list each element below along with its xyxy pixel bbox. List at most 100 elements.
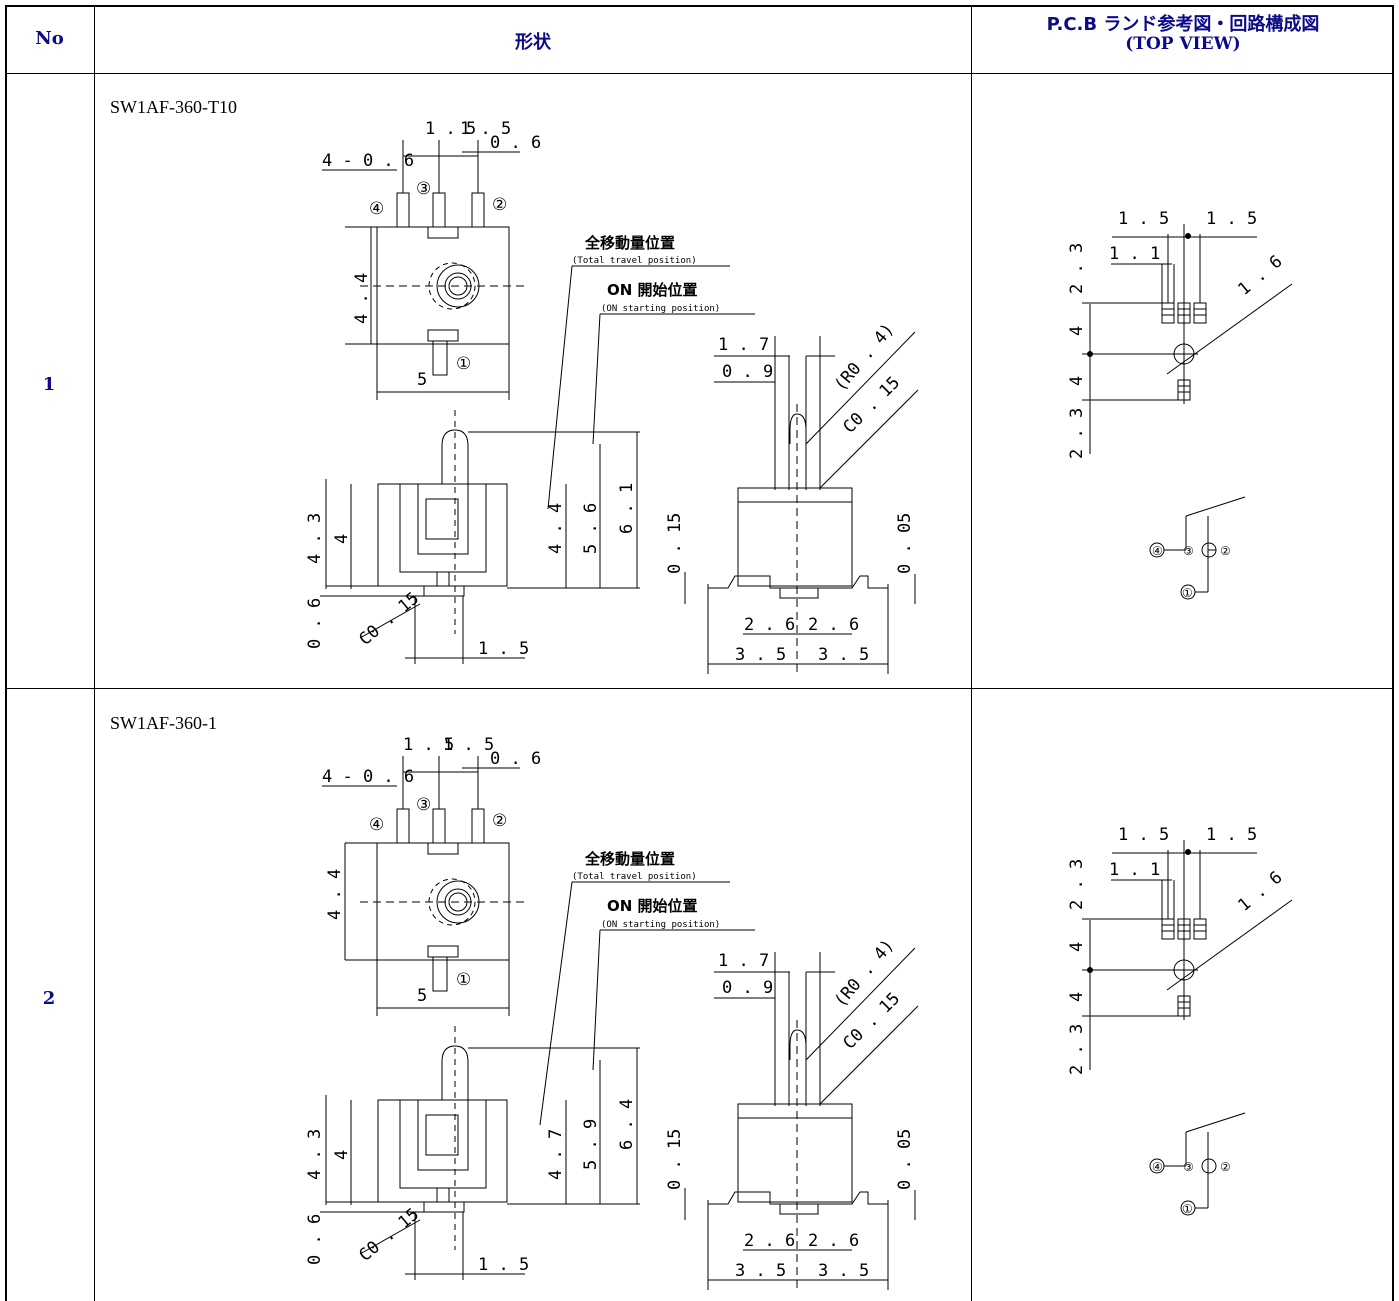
- dimension-label: 2 . 3: [1067, 859, 1087, 910]
- dimension-label: (Total travel position): [572, 872, 697, 882]
- dimension-label: 4 . 7: [546, 1129, 566, 1180]
- switch-drawing: ④ ③ ② ① 1 . 5 1 . 5 0 . 6 4 - 0 . 6 5 1 …: [305, 119, 919, 674]
- dimension-label: 1 . 5: [1206, 825, 1257, 845]
- pcb-land-drawing: 1 . 5 1 . 5 1 . 1 1 . 6 2 . 3 4 4 2 . 3 …: [1067, 825, 1293, 1216]
- dimension-label: 0 . 15: [665, 513, 685, 574]
- dimension-label: 2 . 3: [1067, 243, 1087, 294]
- pin-label: ③: [416, 795, 431, 815]
- dimension-label: 0 . 05: [895, 513, 915, 574]
- pin-label: ②: [492, 811, 507, 831]
- header-shape: 形状: [515, 32, 551, 53]
- dimension-label: 6 . 1: [617, 483, 637, 534]
- dimension-label: 4 . 4: [352, 273, 372, 324]
- dimension-label: 5 . 9: [581, 1119, 601, 1170]
- dimension-label: (Total travel position): [572, 256, 697, 266]
- dimension-label: 1 . 5: [478, 1255, 529, 1275]
- dimension-label: 0 . 15: [665, 1129, 685, 1190]
- dimension-label: 3 . 5: [818, 645, 869, 665]
- dimension-label: ④: [1152, 1160, 1163, 1174]
- dimension-label: 0 . 6: [305, 598, 325, 649]
- dimension-label: 5: [417, 370, 427, 390]
- pin-label: ②: [492, 195, 507, 215]
- dimension-label: 4: [1067, 326, 1087, 336]
- dimension-label: 2 . 6: [808, 615, 859, 635]
- row-number: 2: [42, 988, 56, 1009]
- dimension-label: 2 . 3: [1067, 1024, 1087, 1075]
- dimension-label: 4: [1067, 992, 1087, 1002]
- dimension-label: 1 . 6: [1234, 868, 1286, 916]
- pin-label: ④: [369, 815, 384, 835]
- dimension-label: 5 . 6: [581, 503, 601, 554]
- dimension-label: 1 . 1: [1109, 860, 1160, 880]
- dimension-label: 1 . 5: [403, 735, 454, 755]
- dimension-label: 4 . 4: [325, 869, 345, 920]
- spec-table: [5, 5, 1394, 1301]
- row-number: 1: [42, 374, 56, 395]
- dimension-label: (ON starting position): [601, 920, 720, 930]
- dimension-label: 3 . 5: [735, 1261, 786, 1281]
- dimension-label: 4 . 3: [305, 513, 325, 564]
- dimension-label: C0 . 15: [355, 1204, 423, 1265]
- dimension-label: 0 . 05: [895, 1129, 915, 1190]
- dimension-label: 0 . 6: [490, 749, 541, 769]
- dimension-label: 1 . 1: [1109, 244, 1160, 264]
- column-divider: [94, 5, 95, 1301]
- dimension-label: 2 . 6: [744, 1231, 795, 1251]
- dimension-label: 0 . 9: [722, 978, 773, 998]
- pin-label: ④: [369, 199, 384, 219]
- dimension-label: 1 . 5: [1118, 825, 1169, 845]
- dimension-label: 全移動量位置: [584, 234, 675, 252]
- dimension-label: 1 . 5: [460, 119, 511, 139]
- dimension-label: 1 . 7: [718, 951, 769, 971]
- dimension-label: 1 . 5: [1118, 209, 1169, 229]
- dimension-label: ②: [1220, 1160, 1231, 1174]
- header-no: No: [35, 28, 64, 49]
- dimension-label: 4 . 3: [305, 1129, 325, 1180]
- dimension-label: 2 . 3: [1067, 408, 1087, 459]
- dimension-label: 2 . 6: [808, 1231, 859, 1251]
- pin-label: ③: [416, 179, 431, 199]
- dimension-label: 4: [1067, 376, 1087, 386]
- dimension-label: 3 . 5: [818, 1261, 869, 1281]
- dimension-label: ①: [1182, 1202, 1193, 1216]
- dimension-label: 全移動量位置: [584, 850, 675, 868]
- row-divider: [5, 688, 1394, 689]
- header-pcb-title: P.C.B ランド参考図・回路構成図: [1046, 14, 1320, 35]
- pin-label: ①: [456, 970, 471, 990]
- dimension-label: ④: [1152, 544, 1163, 558]
- dimension-label: (ON starting position): [601, 304, 720, 314]
- dimension-label: 5: [417, 986, 427, 1006]
- dimension-label: 0 . 6: [490, 133, 541, 153]
- dimension-label: 3 . 5: [735, 645, 786, 665]
- dimension-label: 4: [332, 1150, 352, 1160]
- dimension-label: 1 . 5: [478, 639, 529, 659]
- dimension-label: ON 開始位置: [607, 897, 698, 915]
- dimension-label: 4 . 4: [546, 503, 566, 554]
- dimension-label: 4 - 0 . 6: [322, 151, 414, 171]
- column-divider: [971, 5, 972, 1301]
- switch-drawing: ④ ③ ② ① 1 . 5 1 . 5 0 . 6 4 - 0 . 6 5 1 …: [305, 735, 919, 1290]
- dimension-label: ②: [1220, 544, 1231, 558]
- dimension-label: 4: [332, 534, 352, 544]
- dimension-label: 0 . 9: [722, 362, 773, 382]
- dimension-label: 6 . 4: [617, 1099, 637, 1150]
- dimension-label: 4 - 0 . 6: [322, 767, 414, 787]
- part-number: SW1AF-360-T10: [110, 97, 237, 117]
- dimension-label: 4: [1067, 942, 1087, 952]
- dimension-label: ON 開始位置: [607, 281, 698, 299]
- header-pcb-subtitle: (TOP VIEW): [1125, 34, 1241, 54]
- dimension-label: ③: [1183, 1160, 1194, 1174]
- dimension-label: 1 . 5: [443, 735, 494, 755]
- dimension-label: 1 . 7: [718, 335, 769, 355]
- pcb-land-drawing: 1 . 5 1 . 5 1 . 1 1 . 6 2 . 3 4 4 2 . 3 …: [1067, 209, 1293, 600]
- dimension-label: C0 . 15: [355, 588, 423, 649]
- dimension-label: 2 . 6: [744, 615, 795, 635]
- dimension-label: 0 . 6: [305, 1214, 325, 1265]
- dimension-label: ①: [1182, 586, 1193, 600]
- dimension-label: ③: [1183, 544, 1194, 558]
- dimension-label: 1 . 5: [1206, 209, 1257, 229]
- dimension-label: 1 . 6: [1234, 252, 1286, 300]
- dimension-label: 1 . 5: [425, 119, 476, 139]
- pin-label: ①: [456, 354, 471, 374]
- header-divider: [5, 73, 1394, 74]
